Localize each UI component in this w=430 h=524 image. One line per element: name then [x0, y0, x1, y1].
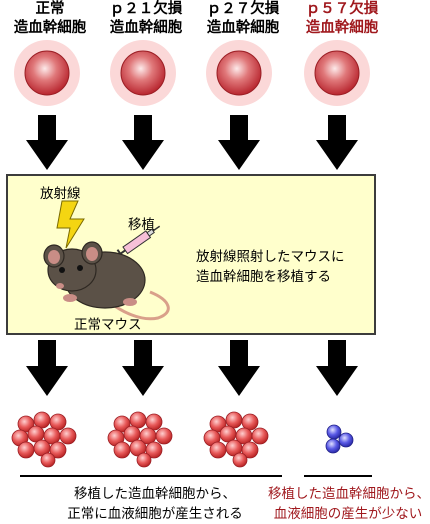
p57-result-rule	[304, 475, 372, 477]
header-p21-line2: 造血幹細胞	[109, 20, 183, 36]
arrow-down-icon	[122, 115, 164, 170]
arrow-down-icon	[316, 115, 358, 170]
normal-result-line1: 移植した造血幹細胞から、	[74, 486, 236, 502]
header-normal-line2: 造血幹細胞	[13, 20, 87, 36]
description-line2: 造血幹細胞を移植する	[196, 269, 331, 285]
arrow-down-icon	[218, 340, 260, 396]
arrow-down-icon	[26, 340, 68, 396]
header-normal: 正常 造血幹細胞	[0, 0, 100, 38]
header-p21: ｐ２１欠損 造血幹細胞	[96, 0, 196, 38]
blood-cells-p21	[107, 411, 173, 468]
header-p27-line2: 造血幹細胞	[206, 20, 280, 36]
header-p57: ｐ５７欠損 造血幹細胞	[292, 0, 392, 38]
top-arrows	[26, 115, 358, 170]
header-p21-line1: ｐ２１欠損	[109, 1, 183, 17]
normal-result-rule	[20, 475, 282, 477]
mouse-icon	[43, 241, 170, 321]
description-line1: 放射線照射したマウスに	[196, 249, 345, 265]
header-p27-line1: ｐ２７欠損	[206, 1, 280, 17]
arrow-down-icon	[218, 115, 260, 170]
radiation-label: 放射線	[40, 186, 81, 202]
stem-cell-p57	[304, 40, 370, 106]
syringe-icon	[116, 225, 161, 259]
stem-cell-p21	[110, 40, 176, 106]
normal-result-caption: 移植した造血幹細胞から、 正常に血液細胞が産生される	[40, 484, 270, 524]
transplant-label: 移植	[128, 217, 155, 233]
normal-result-line2: 正常に血液細胞が産生される	[67, 506, 243, 522]
header-normal-line1: 正常	[35, 1, 65, 17]
header-p57-line1: ｐ５７欠損	[305, 1, 379, 17]
header-p57-line2: 造血幹細胞	[305, 20, 379, 36]
mouse-label: 正常マウス	[74, 317, 142, 333]
lightning-icon	[56, 200, 85, 249]
p57-result-line1: 移植した造血幹細胞から、	[268, 486, 430, 502]
arrow-down-icon	[122, 340, 164, 396]
arrow-down-icon	[26, 115, 68, 170]
stem-cell-normal	[14, 40, 80, 106]
blood-cells-p27	[203, 411, 269, 468]
header-p27: ｐ２７欠損 造血幹細胞	[193, 0, 293, 38]
p57-result-line2: 血液細胞の産生が少ない	[273, 506, 423, 522]
bottom-arrows	[26, 340, 358, 396]
stem-cell-p27	[206, 40, 272, 106]
blood-cells-p57	[325, 424, 354, 454]
arrow-down-icon	[316, 340, 358, 396]
blood-cells-normal	[11, 411, 77, 468]
p57-result-caption: 移植した造血幹細胞から、 血液細胞の産生が少ない	[268, 484, 430, 524]
